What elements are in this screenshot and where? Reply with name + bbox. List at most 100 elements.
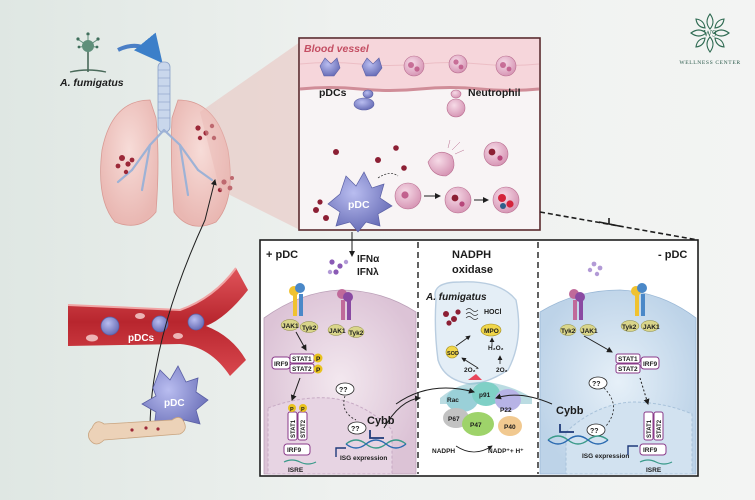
ifn-lambda-label: IFNλ (357, 267, 379, 278)
left-q2-oval (347, 421, 367, 435)
left-nuc-p1: P (290, 407, 294, 413)
ifn-molecules (327, 259, 349, 275)
left-irf9: IRF9 (274, 361, 288, 368)
right-receptor-2 (620, 283, 660, 332)
mid-nadph: NADPH (432, 448, 455, 455)
right-isre-label: ISRE (646, 467, 662, 474)
right-tyk2-a: Tyk2 (561, 328, 576, 335)
top-pdcs (319, 57, 383, 111)
pdc-cell-label: pDC (164, 398, 185, 409)
right-dna (547, 424, 609, 445)
left-p2: P (316, 367, 321, 374)
neutrophil-swarm (394, 139, 520, 214)
top-neutrophils (403, 54, 517, 118)
right-cell (539, 289, 697, 475)
logo-emblem-icon: W9 (690, 13, 730, 53)
fungus-illustration (69, 32, 107, 73)
mid-o2a: 2O₂⁻ (464, 367, 480, 374)
vessel-pdcs-label: pDCs (128, 333, 155, 344)
left-q1: ?? (339, 387, 348, 394)
left-tyk2-b: Tyk2 (349, 330, 364, 337)
right-cybb-label: Cybb (556, 405, 584, 417)
left-jak1-a: JAK1 (282, 323, 299, 330)
neutrophil-label: Neutrophil (468, 87, 521, 99)
cybb-to-p91-arrow (495, 393, 553, 405)
mpo-enzyme (480, 323, 502, 337)
mid-sod: SOD (447, 351, 459, 357)
mid-fungus-label: A. fumigatus (425, 292, 487, 303)
right-ifn-molecules (587, 261, 603, 277)
sod-enzyme (445, 345, 459, 359)
minus-pdc-title: - pDC (658, 249, 687, 261)
right-stat1: STAT1 (618, 356, 638, 363)
nadph-title-2: oxidase (452, 264, 493, 276)
large-pdc-cell (141, 365, 209, 435)
left-isre-label: ISRE (288, 467, 304, 474)
mid-p47: P47 (470, 422, 482, 429)
right-nuc-stat1: STAT1 (647, 419, 653, 438)
left-nuc-stat2: STAT2 (301, 419, 307, 438)
left-nuclear-stat (283, 404, 317, 465)
left-q1-oval (335, 382, 355, 396)
right-receptor-1 (559, 289, 597, 336)
mid-rac: Rac (447, 397, 459, 404)
inhale-arrow (117, 32, 163, 64)
left-q2: ?? (351, 426, 360, 433)
left-stat1: STAT1 (292, 356, 312, 363)
right-stat-complex (615, 353, 660, 374)
vessel-wall (299, 86, 540, 92)
right-nuc-stat2: STAT2 (657, 419, 663, 438)
bone-illustration (88, 417, 186, 445)
left-jak1-b: JAK1 (329, 328, 346, 335)
mid-conidia (443, 309, 461, 326)
left-nuc-stat1: STAT1 (291, 419, 297, 438)
top-pdc-large (327, 171, 399, 233)
zoom-wedge (200, 42, 300, 230)
right-isg-label: ISG expression (582, 453, 629, 460)
right-tyk2-b: Tyk2 (622, 324, 637, 331)
left-receptor-1 (280, 283, 319, 333)
left-receptor-2 (327, 289, 365, 338)
left-p1: P (316, 356, 321, 363)
migration-arrow (149, 179, 217, 431)
mid-mpo: MPO (484, 328, 499, 335)
left-tyk2-a: Tyk2 (302, 325, 317, 332)
right-q1: ?? (592, 381, 601, 388)
fungus-label: A. fumigatus (59, 77, 124, 89)
left-stat2: STAT2 (292, 366, 312, 373)
conidia-top (313, 145, 407, 221)
left-dna (345, 430, 407, 449)
left-nuc-p2: P (301, 407, 305, 413)
right-nuclear-stat (639, 411, 673, 465)
blood-vessel-illustration (67, 267, 248, 376)
lungs-illustration (100, 61, 234, 227)
nadph-title-1: NADPH (452, 249, 491, 261)
mid-p91: p91 (479, 392, 491, 399)
right-irf9: IRF9 (643, 361, 657, 368)
mid-p22: P22 (500, 407, 512, 414)
mid-o2b: 2O₂ (496, 367, 508, 374)
blood-vessel-label: Blood vessel (304, 43, 370, 55)
wellness-center-logo: W9 WELLNESS CENTER (670, 12, 750, 84)
right-jak1-b: JAK1 (643, 324, 660, 331)
right-stat2: STAT2 (618, 366, 638, 373)
nadph-oxidase-complex (440, 374, 532, 436)
ifn-alpha-label: IFNα (357, 254, 380, 265)
right-nuc-irf9: IRF9 (643, 447, 657, 454)
mid-p40: P40 (504, 424, 516, 431)
top-pdc-label: pDC (348, 199, 370, 211)
right-q2: ?? (590, 428, 599, 435)
mid-nadp: NADP⁺+ H⁺ (488, 448, 524, 455)
mid-p67: P67 (448, 416, 460, 423)
top-pdcs-label: pDCs (319, 87, 347, 99)
left-nuc-irf9: IRF9 (287, 447, 301, 454)
left-isg-label: ISG expression (340, 455, 387, 462)
mid-h2o2: H₂O₂ (488, 345, 504, 352)
mid-hocl: HOCl (484, 309, 502, 316)
logo-mark: W9 (704, 29, 717, 39)
left-cybb-to-p91-arrow (395, 387, 475, 405)
plus-pdc-title: + pDC (266, 249, 298, 261)
right-jak1-a: JAK1 (581, 328, 598, 335)
logo-name: WELLNESS CENTER (679, 60, 741, 66)
